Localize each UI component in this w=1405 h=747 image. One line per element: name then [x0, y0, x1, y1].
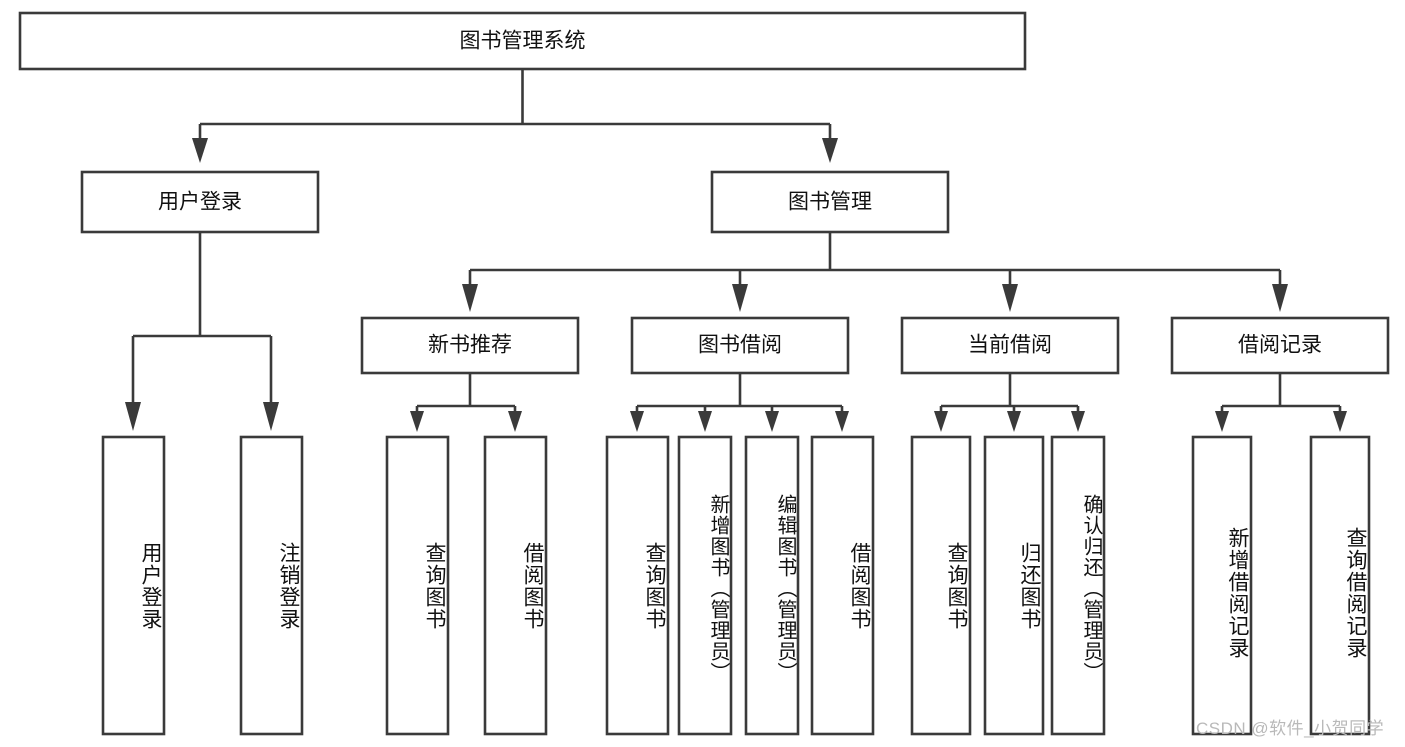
- leaf-box-add-book[interactable]: [677, 435, 733, 736]
- csdn-watermark: CSDN @软件_小贺同学: [1196, 719, 1385, 738]
- arrow-head-leaf-query-book-rec: [410, 411, 424, 432]
- node-new-book-recommend[interactable]: 新书推荐: [360, 316, 580, 375]
- leaf-box-group: [101, 435, 1371, 736]
- leaf-box-borrow-book[interactable]: [810, 435, 875, 736]
- node-book-borrow[interactable]: 图书借阅: [630, 316, 850, 375]
- node-new-book-recommend-box[interactable]: [360, 316, 580, 375]
- node-book-manage[interactable]: 图书管理: [710, 170, 950, 234]
- leaf-box-edit-book[interactable]: [744, 435, 800, 736]
- node-book-manage-label: 图书管理: [788, 191, 872, 214]
- leaf-box-borrow-book-rec[interactable]: [483, 435, 548, 736]
- arrow-head-book-manage: [822, 138, 838, 163]
- arrow-head-leaf-query-book-borrow: [630, 411, 644, 432]
- connector-group-borrow-record: [1215, 373, 1347, 432]
- arrow-head-leaf-user-logout: [263, 402, 279, 431]
- node-new-book-recommend-label: 新书推荐: [428, 334, 512, 357]
- arrow-head-current-borrow: [1002, 284, 1018, 312]
- arrow-head-leaf-borrow-book-rec: [508, 411, 522, 432]
- leaf-box-add-record[interactable]: [1191, 435, 1253, 736]
- arrow-head-leaf-query-record: [1333, 411, 1347, 432]
- leaf-box-query-book-current[interactable]: [910, 435, 972, 736]
- arrow-head-borrow-record: [1272, 284, 1288, 312]
- node-current-borrow-label: 当前借阅: [968, 334, 1052, 357]
- connector-group-new-book-recommend: [410, 373, 522, 432]
- node-borrow-record-label: 借阅记录: [1238, 334, 1322, 357]
- arrow-head-leaf-edit-book: [765, 411, 779, 432]
- node-root-box[interactable]: [18, 11, 1027, 71]
- arrow-head-leaf-confirm-return: [1071, 411, 1085, 432]
- arrow-head-leaf-return-book: [1007, 411, 1021, 432]
- node-user-login-label: 用户登录: [158, 191, 242, 214]
- arrow-head-new-book-recommend: [462, 284, 478, 312]
- node-book-manage-box[interactable]: [710, 170, 950, 234]
- connector-group-current-borrow: [934, 373, 1085, 432]
- leaf-box-query-book-rec[interactable]: [385, 435, 450, 736]
- arrow-head-leaf-add-record: [1215, 411, 1229, 432]
- node-user-login-box[interactable]: [80, 170, 320, 234]
- leaf-box-user-logout[interactable]: [239, 435, 304, 736]
- node-root-label: 图书管理系统: [460, 30, 586, 53]
- node-root[interactable]: 图书管理系统: [18, 11, 1027, 71]
- arrow-head-book-borrow: [732, 284, 748, 312]
- connector-group-book-borrow: [630, 373, 849, 432]
- node-borrow-record[interactable]: 借阅记录: [1170, 316, 1390, 375]
- node-user-login[interactable]: 用户登录: [80, 170, 320, 234]
- node-current-borrow-box[interactable]: [900, 316, 1120, 375]
- arrow-head-leaf-add-book: [698, 411, 712, 432]
- arrow-head-leaf-user-login: [125, 402, 141, 431]
- leaf-box-user-login[interactable]: [101, 435, 166, 736]
- leaf-box-query-book-borrow[interactable]: [605, 435, 670, 736]
- leaf-box-query-record[interactable]: [1309, 435, 1371, 736]
- arrow-head-leaf-borrow-book: [835, 411, 849, 432]
- node-current-borrow[interactable]: 当前借阅: [900, 316, 1120, 375]
- node-book-borrow-label: 图书借阅: [698, 334, 782, 357]
- arrow-head-user-login: [192, 138, 208, 163]
- node-borrow-record-box[interactable]: [1170, 316, 1390, 375]
- connector-group-book-manage: [462, 232, 1288, 312]
- connector-group-root: [192, 69, 838, 163]
- leaf-box-return-book[interactable]: [983, 435, 1045, 736]
- arrow-head-leaf-query-book-current: [934, 411, 948, 432]
- node-book-borrow-box[interactable]: [630, 316, 850, 375]
- leaf-box-confirm-return[interactable]: [1050, 435, 1106, 736]
- connector-group-user-login: [125, 232, 279, 431]
